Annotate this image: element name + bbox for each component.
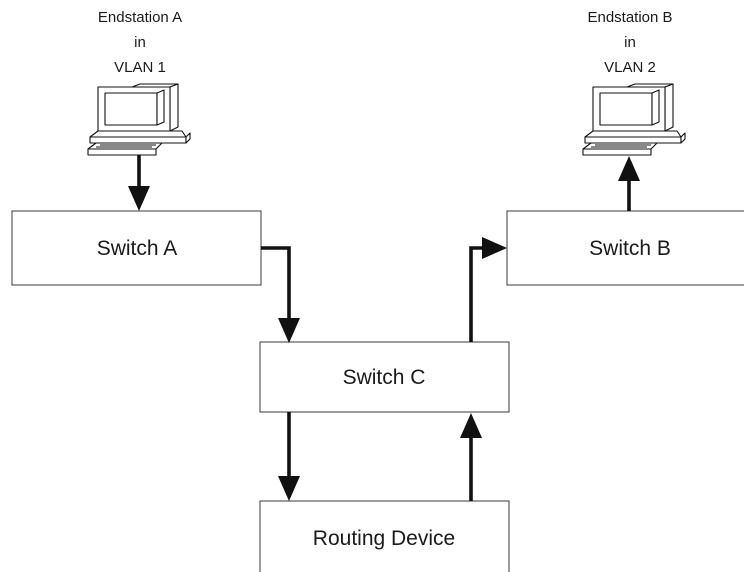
edge-switch-b-to-endstation-b bbox=[618, 156, 640, 211]
switch-b-node: Switch B bbox=[506, 210, 744, 286]
switch-b-box bbox=[506, 210, 744, 286]
endstation-b-in: in bbox=[624, 34, 636, 51]
edge-switch-c-to-routing-device bbox=[278, 412, 300, 501]
endstation-b-vlan: VLAN 2 bbox=[604, 59, 656, 76]
endstation-a-vlan: VLAN 1 bbox=[114, 59, 166, 76]
routing-device-box bbox=[259, 500, 510, 572]
arrowhead-down-icon bbox=[278, 318, 300, 343]
switch-a-box bbox=[11, 210, 262, 286]
routing-device-node: Routing Device bbox=[259, 500, 510, 572]
endstation-b-name: Endstation B bbox=[587, 9, 672, 26]
endstation-a-in: in bbox=[134, 34, 146, 51]
endstation-a-computer-icon bbox=[87, 83, 191, 156]
switch-b-label: Switch B bbox=[589, 237, 671, 260]
edge-routing-device-to-switch-c bbox=[460, 413, 482, 501]
arrowhead-down-icon bbox=[278, 476, 300, 501]
switch-c-label: Switch C bbox=[343, 366, 426, 389]
arrowhead-up-icon bbox=[460, 413, 482, 438]
switch-a-label: Switch A bbox=[97, 237, 178, 260]
switch-c-box bbox=[259, 341, 510, 413]
edge-switch-a-to-switch-c bbox=[261, 246, 300, 343]
endstation-b-computer-icon bbox=[582, 83, 686, 156]
arrowhead-right-icon bbox=[482, 237, 507, 259]
arrowhead-up-icon bbox=[618, 156, 640, 181]
endstation-a-caption: Endstation A in VLAN 1 bbox=[98, 9, 182, 76]
switch-a-node: Switch A bbox=[11, 210, 262, 286]
arrowhead-down-icon bbox=[128, 186, 150, 211]
edge-endstation-a-to-switch-a bbox=[128, 155, 150, 211]
switch-c-node: Switch C bbox=[259, 341, 510, 413]
edge-switch-c-to-switch-b bbox=[469, 237, 507, 342]
endstation-a-name: Endstation A bbox=[98, 9, 182, 26]
routing-device-label: Routing Device bbox=[313, 527, 455, 550]
endstation-b-caption: Endstation B in VLAN 2 bbox=[587, 9, 672, 76]
